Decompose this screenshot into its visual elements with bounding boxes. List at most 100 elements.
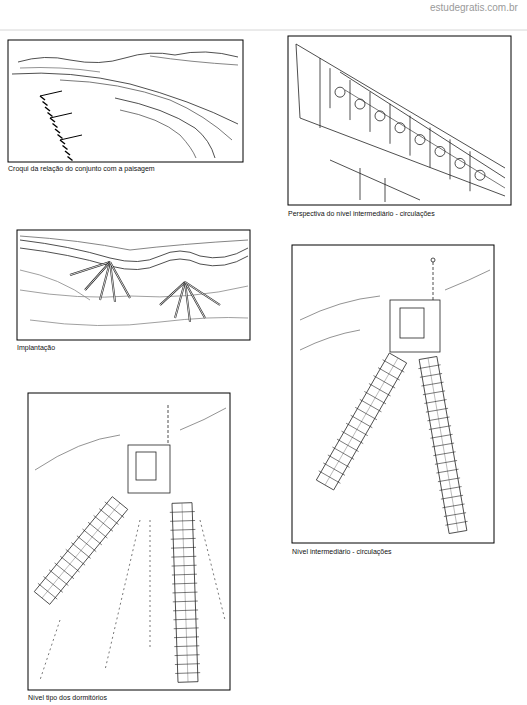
room-division: [175, 663, 200, 665]
building-mark: [43, 102, 48, 106]
wing-finger: [100, 262, 110, 300]
round-opening: [355, 99, 365, 109]
room-division: [171, 538, 196, 540]
round-opening: [335, 87, 345, 97]
building-mark: [60, 140, 65, 144]
bay-frame: [410, 116, 411, 156]
bay-frame: [430, 128, 431, 168]
room-division: [342, 431, 364, 443]
room-division: [418, 365, 440, 369]
room-division: [369, 384, 391, 396]
round-opening: [375, 111, 385, 121]
round-opening: [415, 135, 425, 145]
room-division: [346, 423, 368, 435]
building-mark: [45, 107, 50, 111]
room-division: [172, 565, 197, 567]
room-division: [174, 627, 199, 629]
room-division: [38, 583, 57, 599]
bay-frame: [450, 139, 451, 179]
room-division: [175, 672, 200, 674]
room-division: [378, 368, 400, 380]
room-division: [173, 601, 198, 603]
room-division: [174, 645, 199, 647]
watermark: estudegratis.com.br: [430, 2, 518, 14]
wing-finger-fill: [110, 262, 130, 298]
wing-finger: [175, 282, 185, 318]
room-division: [439, 487, 461, 491]
building-wing: [50, 113, 72, 118]
building-mark: [63, 146, 68, 150]
circulation-wings: [316, 353, 467, 534]
wing-outline: [316, 353, 406, 490]
room-division: [436, 469, 458, 473]
corridor-line: [42, 503, 120, 598]
room-division: [445, 521, 467, 525]
bay-frame: [370, 92, 371, 132]
room-division: [170, 511, 195, 513]
building-mark: [48, 113, 53, 117]
room-division: [355, 407, 377, 419]
room-division: [438, 478, 460, 482]
round-opening: [435, 147, 445, 157]
bay-frame: [350, 80, 351, 120]
building-wing: [60, 135, 82, 140]
room-division: [441, 495, 463, 499]
room-division: [423, 391, 445, 395]
room-division: [172, 574, 197, 576]
wing-outline: [419, 356, 467, 533]
dormitory-wings: [34, 497, 200, 683]
room-division: [175, 654, 200, 656]
room-division: [442, 504, 464, 508]
room-division: [444, 513, 466, 517]
room-division: [337, 439, 359, 451]
wing-outline: [34, 497, 127, 605]
figure-caption: Croqui da relação do conjunto com a pais…: [8, 164, 155, 173]
wing-finger-fill: [175, 282, 185, 318]
room-division: [171, 556, 196, 558]
room-division: [170, 520, 195, 522]
room-division: [173, 609, 198, 611]
round-opening: [475, 170, 485, 180]
room-division: [323, 463, 345, 475]
perspective-bays: [330, 68, 485, 191]
bay-frame: [330, 68, 331, 108]
building-mark: [65, 151, 70, 155]
room-division: [173, 618, 198, 620]
perspective-drawing: [288, 36, 511, 205]
wing-finger-fill: [185, 282, 220, 305]
round-opening: [395, 123, 405, 133]
bay-frame: [470, 151, 471, 191]
room-division: [421, 382, 443, 386]
room-division: [435, 460, 457, 464]
landscape-sketch: [8, 40, 243, 162]
wing-finger: [185, 282, 220, 305]
figure-caption: Perspectiva do nível intermediário - cir…: [288, 209, 435, 218]
wing-finger: [110, 262, 130, 298]
room-division: [432, 443, 454, 447]
room-division: [360, 399, 382, 411]
room-division: [433, 452, 455, 456]
room-division: [373, 376, 395, 388]
room-division: [328, 455, 350, 467]
figure-caption: Nível intermediário - circulações: [292, 547, 392, 556]
room-division: [174, 636, 199, 638]
building-wing: [40, 91, 62, 96]
room-division: [173, 592, 198, 594]
wing-finger-fill: [100, 262, 110, 300]
building-mark: [40, 96, 45, 100]
room-division: [332, 447, 354, 459]
building-fingers: [40, 91, 82, 161]
figure-caption: Nível tipo dos dormitórios: [28, 693, 107, 702]
room-division: [383, 360, 405, 372]
dormitory-plan: [28, 393, 230, 690]
room-division: [429, 426, 451, 430]
building-mark: [68, 157, 73, 161]
bay-frame: [390, 104, 391, 144]
room-division: [424, 400, 446, 404]
building-mark: [53, 124, 58, 128]
building-mark: [55, 129, 60, 133]
round-opening: [455, 158, 465, 168]
room-division: [420, 373, 442, 377]
room-division: [319, 471, 341, 483]
